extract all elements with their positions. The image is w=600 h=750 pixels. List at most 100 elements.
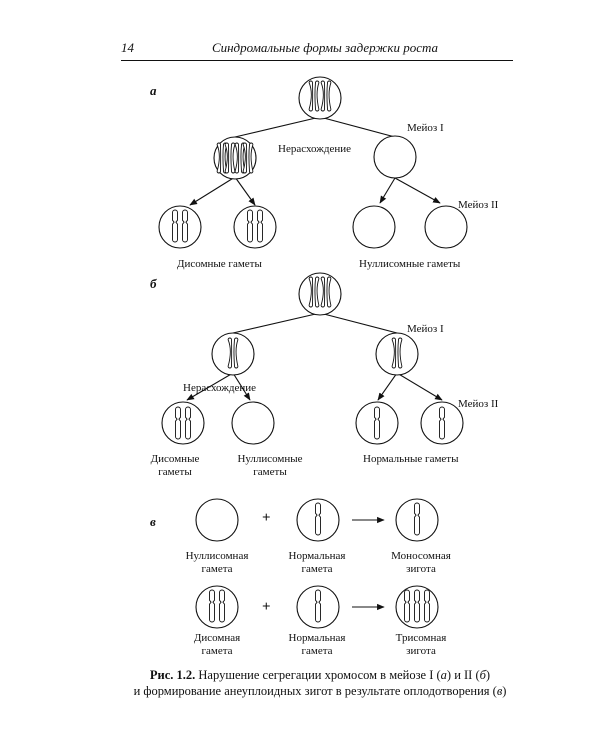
caption-figure-label: Рис. 1.2. <box>149 668 196 682</box>
figure-caption: Рис. 1.2. Нарушение сегрегации хромосом … <box>110 667 530 699</box>
label-meiosis1-a: Мейоз I <box>407 122 444 134</box>
chromatid <box>233 337 239 369</box>
label-nullisomic-gamete: Нуллисомная гамета <box>185 550 249 575</box>
branch-line <box>234 116 321 138</box>
caption-line2: и формирование анеуплоидных зигот в резу… <box>133 684 497 698</box>
chromatid <box>315 589 321 623</box>
chromatid <box>315 502 321 536</box>
chromatid <box>257 209 263 243</box>
label-nondisjunction-a: Нерасхождение <box>278 143 351 155</box>
cell-meiosis1-right-b <box>375 332 419 376</box>
chromosome-icon <box>320 276 332 308</box>
chromatid <box>397 337 403 369</box>
plus-sign-1: + <box>262 510 271 526</box>
header-rule <box>121 60 513 61</box>
caption-v: в <box>496 684 503 698</box>
chromatid <box>227 337 233 369</box>
arrow-line <box>394 177 441 204</box>
label-normal-gamete-1: Нормальная гамета <box>288 550 346 575</box>
chromatid <box>182 209 188 243</box>
branch-line <box>319 312 398 334</box>
chromosome-icon <box>227 337 239 369</box>
chromatid <box>320 276 326 308</box>
caption-line1-mid: ) и II ( <box>446 668 480 682</box>
chromatid <box>234 142 240 174</box>
label-normal-gametes-b: Нормальные гаметы <box>363 453 459 465</box>
running-title: Синдромальные формы задержки роста <box>211 40 439 55</box>
gamete-disomic-b <box>161 401 205 445</box>
label-disomic-gametes-a: Дисомные гаметы <box>177 258 262 270</box>
chromosome-icon <box>308 276 320 308</box>
chromosome-icon <box>242 142 254 174</box>
chromatid <box>216 142 222 174</box>
chromatid <box>374 406 380 440</box>
arrow-line <box>377 372 398 401</box>
label-nondisjunction-b: Нерасхождение <box>183 382 256 394</box>
chromatid <box>314 80 320 112</box>
chromosome-icon <box>391 337 403 369</box>
chromatid <box>242 142 248 174</box>
chromatid <box>308 80 314 112</box>
chromatid <box>185 406 191 440</box>
panel-label-b: б <box>150 276 157 291</box>
chromatid <box>314 276 320 308</box>
arrow-line <box>234 176 256 206</box>
label-disomic-gametes-b: Дисомные гаметы <box>150 453 200 478</box>
arrow-line <box>379 177 396 204</box>
chromosome-icon <box>308 80 320 112</box>
chromatid <box>247 209 253 243</box>
caption-line1: Нарушение сегрегации хромосом в мейозе I… <box>195 668 441 682</box>
gamete-nullisomic-a2 <box>424 205 468 249</box>
arrow-line <box>396 372 443 401</box>
gamete-nullisomic-b <box>231 401 275 445</box>
branch-line <box>319 116 396 138</box>
chromatid <box>224 142 230 174</box>
chromatid <box>219 589 225 623</box>
chromatid <box>424 589 430 623</box>
chromatid <box>439 406 445 440</box>
label-meiosis2-b: Мейоз II <box>458 398 499 410</box>
chromatid <box>172 209 178 243</box>
gamete-disomic-a2 <box>233 205 277 249</box>
chromosome-icon <box>320 80 332 112</box>
chromatid <box>175 406 181 440</box>
label-disomic-gamete: Дисомная гамета <box>193 632 241 657</box>
chromatid <box>209 589 215 623</box>
label-monosomic-zygote: Моносомная зигота <box>391 550 451 575</box>
panel-label-v: в <box>150 514 156 529</box>
gamete-disomic-a1 <box>158 205 202 249</box>
branch-line <box>232 312 321 334</box>
disomic-gamete-cell <box>195 585 239 629</box>
parent-cell-b <box>298 272 342 316</box>
caption-a: а <box>440 668 447 682</box>
arrow-line <box>189 176 236 206</box>
chromatid <box>391 337 397 369</box>
arrow-line <box>186 372 234 401</box>
label-trisomic-zygote: Трисомная зигота <box>395 632 447 657</box>
chromatid <box>414 502 420 536</box>
chromatid <box>326 80 332 112</box>
caption-line1-end: ) <box>485 668 491 682</box>
chromatid <box>248 142 254 174</box>
arrow-line <box>232 372 251 401</box>
label-meiosis2-a: Мейоз II <box>458 199 499 211</box>
page-number: 14 <box>121 40 134 55</box>
cell-meiosis1-left-b <box>211 332 255 376</box>
chromatid <box>404 589 410 623</box>
chromatid <box>308 276 314 308</box>
label-nullisomic-gametes-a: Нуллисомные гаметы <box>359 258 461 270</box>
parent-cell-a <box>298 76 342 120</box>
label-normal-gamete-2: Нормальная гамета <box>288 632 346 657</box>
label-nullisomic-gametes-b: Нуллисомные гаметы <box>237 453 303 478</box>
chromatid <box>326 276 332 308</box>
nullisomic-gamete-cell <box>195 498 239 542</box>
chromatid <box>414 589 420 623</box>
gamete-nullisomic-a1 <box>352 205 396 249</box>
panel-label-a: а <box>150 83 157 98</box>
label-meiosis1-b: Мейоз I <box>407 323 444 335</box>
plus-sign-2: + <box>262 599 271 615</box>
chromatid <box>320 80 326 112</box>
caption-b: б <box>479 668 486 682</box>
cell-meiosis1-empty-a <box>373 135 417 179</box>
